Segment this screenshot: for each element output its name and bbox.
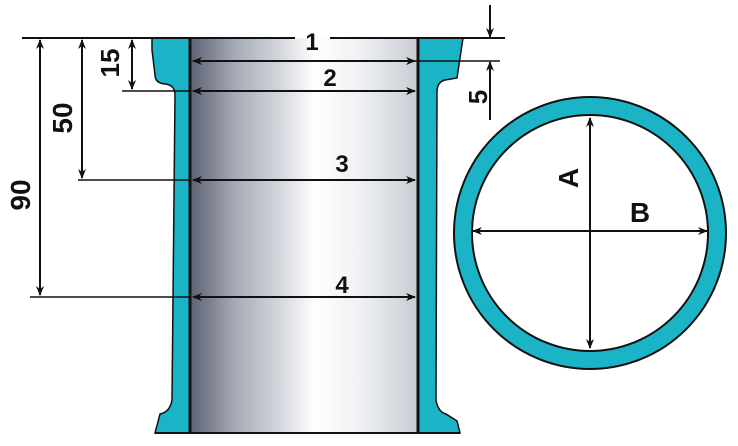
axis-b-label: B xyxy=(630,197,650,228)
liner-left-wall xyxy=(151,37,191,434)
dimension-5-label: 5 xyxy=(463,90,493,104)
belt-4-label: 4 xyxy=(335,272,349,299)
axis-a-label: A xyxy=(553,168,584,188)
liner-right-wall xyxy=(417,37,464,434)
dimension-50-label: 50 xyxy=(47,102,78,133)
dimension-90-label: 90 xyxy=(5,179,36,210)
belt-1-label: 1 xyxy=(305,29,318,56)
liner-cross-section xyxy=(454,97,726,369)
belt-2-label: 2 xyxy=(323,65,336,92)
belt-3-label: 3 xyxy=(335,151,348,178)
dimension-15-label: 15 xyxy=(95,49,125,78)
liner-bore xyxy=(190,38,418,433)
